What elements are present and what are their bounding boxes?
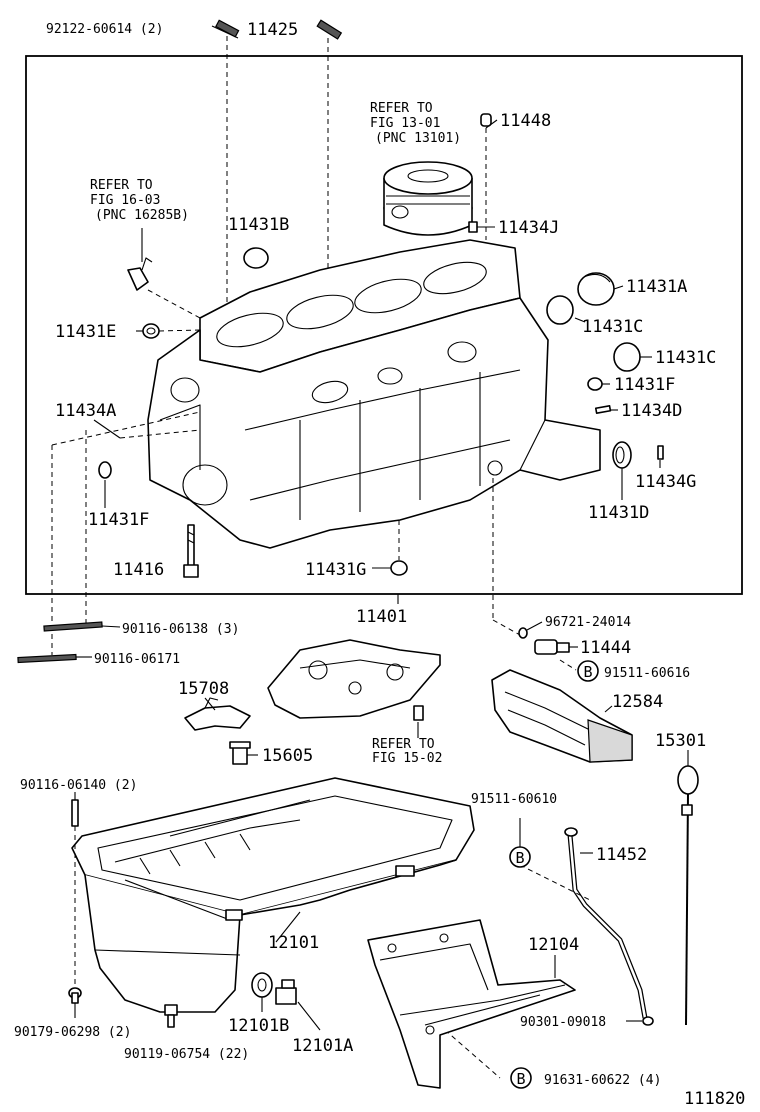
- label-11431B: 11431B: [228, 215, 289, 235]
- bolt-11416: [183, 524, 199, 578]
- label-11431E: 11431E: [55, 322, 116, 342]
- stud-90116-06171: [17, 653, 77, 664]
- oil-pan-12101: [71, 777, 475, 1013]
- label-refer-16-03-line1: REFER TO: [90, 178, 153, 193]
- label-refer-13-01-line1: REFER TO: [370, 101, 433, 116]
- stud-90116-06140: [71, 799, 79, 827]
- label-91631-60622: 91631-60622 (4): [544, 1073, 661, 1088]
- baffle-plate-12584: [491, 669, 633, 763]
- bolt-90119: [164, 1004, 178, 1028]
- cylinder-block: [147, 239, 601, 549]
- gasket-90301: [642, 1016, 654, 1026]
- piston: [383, 161, 473, 236]
- gasket-96721: [518, 627, 528, 639]
- pin-11434J: [468, 221, 478, 233]
- pin-11434D: [594, 405, 612, 414]
- label-12101: 12101: [268, 933, 319, 953]
- plug-11431G: [390, 560, 408, 576]
- label-91511-60610: 91511-60610: [471, 792, 557, 807]
- plug-90179: [68, 987, 82, 1004]
- plug-11431C-1: [546, 295, 574, 325]
- b-marker-91631-60622: B: [510, 1067, 532, 1089]
- gasket-12101B: [251, 972, 273, 998]
- label-12104: 12104: [528, 935, 579, 955]
- label-90119-06754: 90119-06754 (22): [124, 1047, 249, 1062]
- label-11431F-left: 11431F: [88, 510, 149, 530]
- label-refer-13-01-line2: FIG 13-01: [370, 116, 440, 131]
- label-15708: 15708: [178, 679, 229, 699]
- label-96721-24014: 96721-24014: [545, 615, 631, 630]
- pin-11434G: [657, 445, 664, 460]
- plug-11431C-2: [613, 342, 641, 372]
- plug-11431F-left: [98, 461, 112, 479]
- label-11401: 11401: [356, 607, 407, 627]
- b-marker-91511-60610: B: [509, 846, 531, 868]
- oil-pump-assembly: [267, 639, 441, 719]
- oil-pan-stiffener-12104: [367, 919, 576, 1089]
- plug-11431E: [142, 323, 160, 339]
- label-90301-09018: 90301-09018: [520, 1015, 606, 1030]
- oil-level-sensor-16285B: [127, 257, 153, 291]
- bolt-92122: [211, 19, 240, 39]
- label-12101B: 12101B: [228, 1016, 289, 1036]
- label-90116-06138: 90116-06138 (3): [122, 622, 239, 637]
- svg-text:B: B: [583, 663, 592, 681]
- label-refer-16-03-line3: (PNC 16285B): [95, 208, 189, 223]
- label-15605: 15605: [262, 746, 313, 766]
- label-90116-06171: 90116-06171: [94, 652, 180, 667]
- label-11434G: 11434G: [635, 472, 696, 492]
- svg-text:B: B: [515, 849, 524, 867]
- svg-text:B: B: [516, 1070, 525, 1088]
- switch-11444: [534, 639, 570, 655]
- label-12101A: 12101A: [292, 1036, 353, 1056]
- label-11452: 11452: [596, 845, 647, 865]
- stud-90116-06138: [43, 621, 103, 632]
- label-11431C-1: 11431C: [582, 317, 643, 337]
- label-11431C-2: 11431C: [655, 348, 716, 368]
- label-15301: 15301: [655, 731, 706, 751]
- label-11416: 11416: [113, 560, 164, 580]
- label-refer-13-01-line3: (PNC 13101): [375, 131, 461, 146]
- plug-11431F-right: [587, 377, 603, 391]
- dipstick-guide-11452: [564, 827, 648, 1019]
- plug-11431B: [243, 247, 269, 269]
- label-11431F-right: 11431F: [614, 375, 675, 395]
- bolt-11425: [316, 19, 343, 40]
- b-marker-91511-60616: B: [577, 660, 599, 682]
- block-group-frame: [25, 55, 743, 595]
- plug-11431A: [577, 272, 615, 306]
- label-11431G: 11431G: [305, 560, 366, 580]
- dipstick-15301: [677, 765, 699, 1026]
- bolt-15-02: [413, 705, 424, 721]
- plug-11448: [480, 113, 492, 127]
- label-11425: 11425: [247, 20, 298, 40]
- seal-11431D: [612, 441, 632, 469]
- label-11444: 11444: [580, 638, 631, 658]
- label-refer-15-02-line1: REFER TO: [372, 737, 435, 752]
- label-91511-60616: 91511-60616: [604, 666, 690, 681]
- label-refer-16-03-line2: FIG 16-03: [90, 193, 160, 208]
- plug-15605: [229, 741, 251, 765]
- label-12584: 12584: [612, 692, 663, 712]
- oil-strainer-15708: [184, 697, 251, 731]
- drain-plug-12101A: [275, 979, 297, 1005]
- label-refer-15-02-line2: FIG 15-02: [372, 751, 442, 766]
- label-11434A: 11434A: [55, 401, 116, 421]
- label-11434D: 11434D: [621, 401, 682, 421]
- label-90116-06140: 90116-06140 (2): [20, 778, 137, 793]
- label-11431D: 11431D: [588, 503, 649, 523]
- label-11448: 11448: [500, 111, 551, 131]
- diagram-id: 111820: [684, 1089, 745, 1109]
- label-11434J: 11434J: [498, 218, 559, 238]
- label-92122-60614: 92122-60614 (2): [46, 22, 163, 37]
- label-90179-06298: 90179-06298 (2): [14, 1025, 131, 1040]
- label-11431A: 11431A: [626, 277, 687, 297]
